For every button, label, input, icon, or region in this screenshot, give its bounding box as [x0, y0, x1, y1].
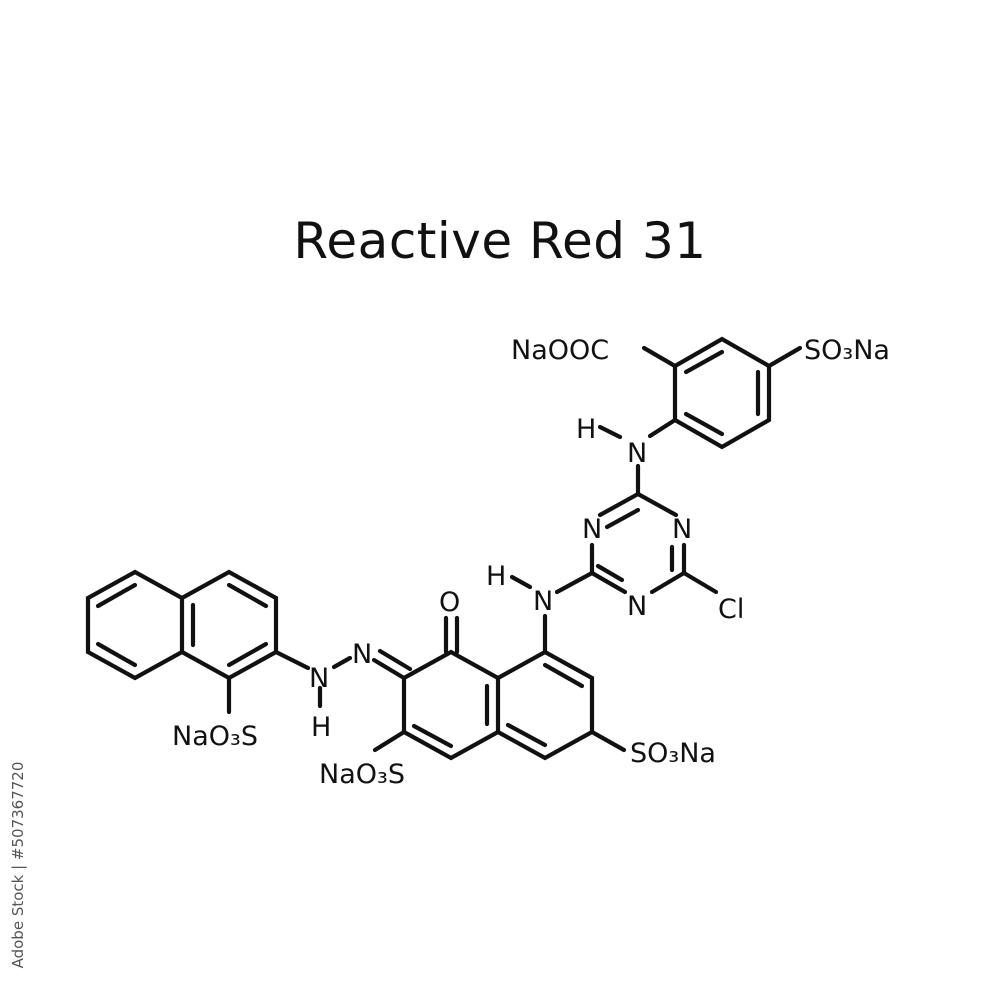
benzene-double-3 [683, 411, 725, 437]
bond-n-c-double-2 [377, 648, 413, 672]
triazine-n-c1 [589, 570, 628, 595]
label-naso3-left: NaO₃S [172, 721, 258, 752]
triazine-n-c2 [597, 491, 641, 518]
bond-c-cl [681, 570, 719, 595]
label-h-hydrazo: H [311, 712, 331, 743]
naphthalene-left-ring-b [179, 569, 279, 681]
label-n-mid: N [533, 586, 553, 617]
core-double-1 [411, 723, 454, 749]
bond-nh-triazine [554, 570, 595, 595]
bond-naso3-mid [372, 729, 407, 753]
label-n-triazine-tl: N [582, 514, 602, 545]
stock-id-watermark: Adobe Stock | #507367720 [6, 762, 34, 969]
label-so3na-top: SO₃Na [804, 335, 890, 366]
bond-n-n [331, 655, 353, 670]
naphthalene-left-double-1 [95, 582, 138, 609]
core-ring-left [401, 649, 501, 761]
label-n-azo-2: N [352, 639, 372, 670]
label-n-triazine-tr: N [672, 514, 692, 545]
label-n-upper: N [627, 438, 647, 469]
label-o-carbonyl: O [439, 587, 460, 618]
naphthalene-left-ring-a [85, 569, 185, 681]
label-h-mid: H [486, 561, 506, 592]
core-double-4 [505, 722, 548, 748]
benzene-ring [672, 336, 772, 450]
bond-upper-nh-benzene [647, 417, 678, 439]
bond-naph-nh [273, 649, 311, 671]
triazine-c3-n [649, 570, 687, 595]
core-ring-right [495, 649, 595, 761]
label-so3na-right: SO₃Na [630, 738, 716, 769]
naphthalene-left-double-3 [226, 582, 269, 609]
atom-labels: NaOOC SO₃Na H N N N N Cl H N O N N H NaO… [172, 335, 890, 790]
compound-title: Reactive Red 31 [293, 212, 707, 270]
bond-n-c-double-1 [371, 657, 407, 681]
bond-benzene-so3na [766, 345, 803, 369]
label-naso3-mid: NaO₃S [319, 759, 405, 790]
benzene-double-1 [683, 349, 725, 375]
bond-hn-h [509, 574, 533, 590]
triazine-n-c1-double [595, 563, 625, 583]
label-cl: Cl [718, 594, 744, 625]
label-naooc: NaOOC [511, 335, 609, 366]
label-n-triazine-b: N [627, 591, 647, 622]
bond-upper-hn-h [597, 424, 623, 440]
bond-so3na-right [589, 729, 627, 753]
naphthalene-left-double-5 [226, 641, 269, 668]
core-double-3 [542, 662, 585, 689]
triazine-c2-n [635, 491, 679, 518]
label-n-azo-1: N [309, 663, 329, 694]
stock-id-text: Adobe Stock | #507367720 [9, 761, 27, 969]
bond-benzene-cooc [641, 345, 678, 369]
triazine-n-c2-double [604, 507, 641, 530]
bonds [85, 336, 803, 761]
label-h-upper: H [576, 414, 596, 445]
naphthalene-left-double-2 [95, 641, 138, 668]
